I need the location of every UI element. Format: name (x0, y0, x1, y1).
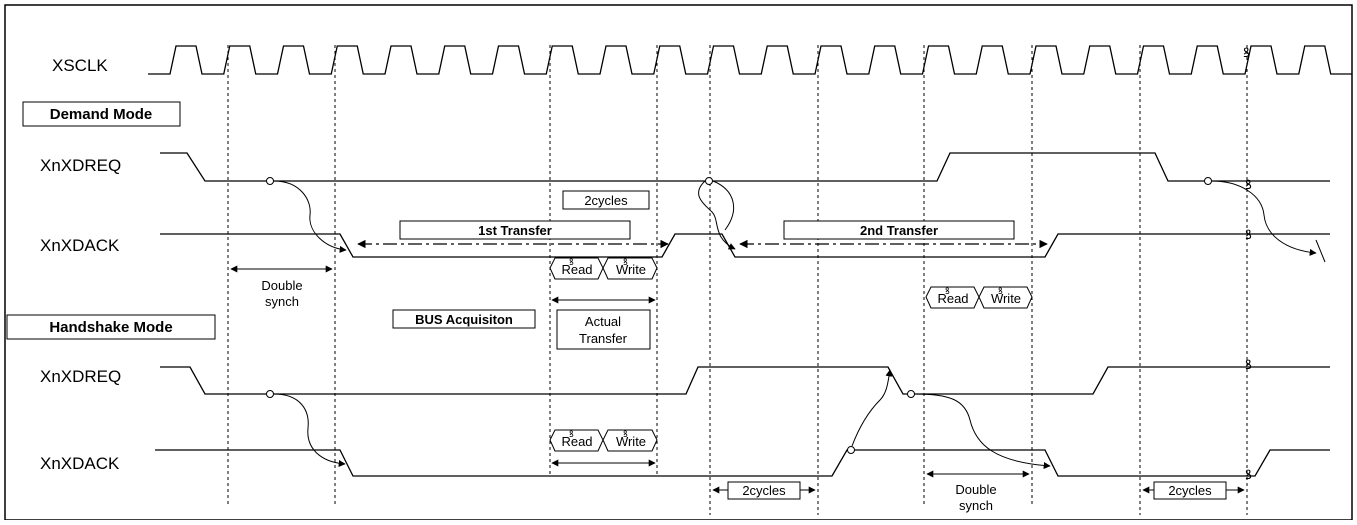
causal-arrow (698, 180, 736, 250)
break-symbol: ꝸ (569, 257, 574, 267)
handshake-xdack-waveform (155, 449, 1330, 477)
diagram-border (4, 4, 1353, 521)
break-symbol: ꝸ (1245, 467, 1252, 482)
read-label: Read (561, 434, 592, 449)
falling-edge-tail (1315, 239, 1326, 263)
causal-arrow (914, 393, 1051, 470)
break-symbol: ꝸ (623, 257, 628, 267)
two-cycles-top-label: 2cycles (584, 193, 628, 208)
causal-arrow (1211, 180, 1317, 256)
handshake-xdreq-waveform (160, 366, 1330, 395)
bus-acquisition-box (392, 309, 536, 329)
second-transfer-label: 2nd Transfer (860, 223, 938, 238)
xsclk-label: XSCLK (52, 56, 108, 75)
demand-xdreq-waveform (160, 152, 1330, 182)
event-dot (266, 177, 274, 185)
break-symbol: ꝸ (569, 429, 574, 439)
two-cycles-bottom-box (1153, 481, 1227, 500)
read-label: Read (937, 291, 968, 306)
demand-mode-box (22, 101, 181, 127)
demand-mode-title: Demand Mode (50, 106, 153, 123)
write-label: Write (991, 291, 1021, 306)
double-label: Double (955, 482, 996, 497)
actual-transfer-box (556, 309, 651, 350)
event-dot (1204, 177, 1212, 185)
second-transfer-box (783, 220, 1015, 240)
handshake-mode-title: Handshake Mode (49, 319, 172, 336)
handshake-xdreq-label: XnXDREQ (40, 367, 121, 386)
read-cell (925, 286, 980, 309)
event-dot (907, 390, 915, 398)
read-cell (549, 429, 604, 452)
write-cell (978, 286, 1033, 309)
break-symbol: ꝸ (1243, 45, 1250, 60)
handshake-xdack-label: XnXDACK (40, 454, 120, 473)
actual-label: Actual (585, 314, 621, 329)
break-symbol: ꝸ (1245, 177, 1252, 192)
read-label: Read (561, 262, 592, 277)
first-transfer-box (399, 220, 631, 240)
write-cell (602, 257, 658, 280)
break-symbol: ꝸ (998, 286, 1003, 296)
two-cycles-bottom-label: 2cycles (742, 483, 786, 498)
transfer-label: Transfer (579, 331, 628, 346)
causal-curve (712, 180, 734, 231)
synch-label: synch (265, 294, 299, 309)
synch-label: synch (959, 498, 993, 513)
break-symbol: ꝸ (1245, 357, 1252, 372)
two-cycles-bottom-box (727, 481, 801, 500)
write-label: Write (616, 262, 646, 277)
two-cycles-top-box (562, 190, 650, 210)
demand-xdack-waveform (160, 233, 1330, 258)
demand-xdack-label: XnXDACK (40, 236, 120, 255)
event-dot (847, 446, 855, 454)
guide-lines (227, 45, 1248, 515)
causal-arrow (273, 393, 346, 467)
break-symbol: ꝸ (623, 429, 628, 439)
causal-arrow (851, 369, 893, 447)
write-label: Write (616, 434, 646, 449)
double-label: Double (261, 278, 302, 293)
first-transfer-label: 1st Transfer (478, 223, 552, 238)
event-dot (266, 390, 274, 398)
handshake-mode-box (6, 314, 216, 340)
read-cell (549, 257, 604, 280)
write-cell (602, 429, 658, 452)
bus-acquisition-label: BUS Acquisiton (415, 312, 513, 327)
event-dot (705, 177, 713, 185)
demand-xdreq-label: XnXDREQ (40, 156, 121, 175)
break-symbol: ꝸ (1245, 227, 1252, 242)
two-cycles-bottom-label: 2cycles (1168, 483, 1212, 498)
causal-arrow (273, 180, 347, 253)
break-symbol: ꝸ (945, 286, 950, 296)
xsclk-waveform (148, 45, 1353, 75)
